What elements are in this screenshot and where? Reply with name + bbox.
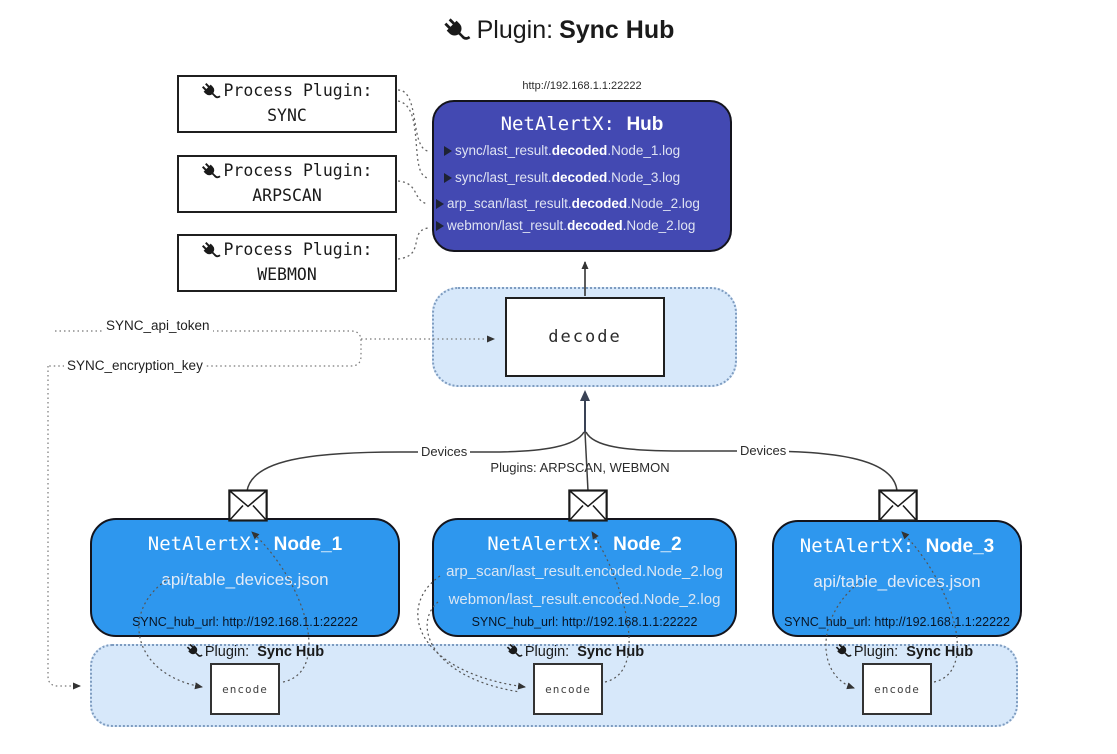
node-title: NetAlertX: Node_1	[147, 533, 343, 555]
process-plugin-name: WEBMON	[257, 265, 317, 284]
envelope-icon	[878, 489, 918, 522]
sync-encryption-key-label: SYNC_encryption_key	[64, 358, 206, 373]
hub-url-label: http://192.168.1.1:22222	[522, 80, 642, 92]
node-title: NetAlertX: Node_3	[799, 535, 995, 557]
envelope-icon	[568, 489, 608, 522]
encode-box: encode	[210, 663, 280, 715]
title-name: Sync Hub	[559, 16, 675, 44]
node-file: api/table_devices.json	[813, 572, 981, 591]
log-arrow-icon	[436, 220, 444, 231]
node-hub-url: SYNC_hub_url: http://192.168.1.1:22222	[471, 615, 698, 629]
page-title: Plugin: Sync Hub	[0, 16, 1117, 45]
plug-icon	[186, 643, 203, 660]
hub-box: NetAlertX: Hub sync/last_result.decoded.…	[432, 100, 732, 252]
plugins-edge-label: Plugins: ARPSCAN, WEBMON	[490, 460, 670, 475]
node-hub-url: SYNC_hub_url: http://192.168.1.1:22222	[784, 615, 1010, 629]
log-arrow-icon	[436, 198, 444, 209]
hub-log-4: webmon/last_result.decoded.Node_2.log	[436, 218, 695, 233]
log-arrow-icon	[444, 172, 452, 183]
process-plugin-name: ARPSCAN	[252, 186, 322, 205]
encode-plugin-label: Plugin: Sync Hub	[829, 643, 979, 660]
envelope-icon	[228, 489, 268, 522]
hub-log-3: arp_scan/last_result.decoded.Node_2.log	[436, 196, 700, 211]
process-plugin-sync: Process Plugin: SYNC	[177, 75, 397, 133]
hub-title: NetAlertX: Hub	[434, 113, 730, 136]
plug-icon	[201, 82, 221, 102]
hub-log-1: sync/last_result.decoded.Node_1.log	[444, 143, 680, 158]
title-label: Plugin:	[476, 16, 554, 44]
hub-prefix: NetAlertX:	[500, 113, 627, 135]
process-plugin-name: SYNC	[267, 106, 307, 125]
plug-icon	[201, 241, 221, 261]
node-file: webmon/last_result.encoded.Node_2.log	[448, 591, 721, 608]
plug-icon	[201, 162, 221, 182]
encode-plugin-label: Plugin: Sync Hub	[180, 643, 330, 660]
hub-name: Hub	[626, 114, 664, 135]
plug-icon	[443, 17, 471, 45]
encode-plugin-label: Plugin: Sync Hub	[500, 643, 650, 660]
encode-box: encode	[533, 663, 603, 715]
node-hub-url: SYNC_hub_url: http://192.168.1.1:22222	[132, 615, 358, 629]
hub-log-2: sync/last_result.decoded.Node_3.log	[444, 170, 680, 185]
sync-api-token-label: SYNC_api_token	[103, 318, 213, 333]
encode-box: encode	[862, 663, 932, 715]
node-1-box: NetAlertX: Node_1 api/table_devices.json…	[90, 518, 400, 637]
process-plugin-label: Process Plugin:	[223, 240, 373, 260]
node-file: api/table_devices.json	[161, 570, 329, 589]
plug-icon	[506, 643, 523, 660]
process-plugin-arpscan: Process Plugin: ARPSCAN	[177, 155, 397, 213]
process-plugin-label: Process Plugin:	[223, 81, 373, 101]
process-plugin-webmon: Process Plugin: WEBMON	[177, 234, 397, 292]
node-2-box: NetAlertX: Node_2 arp_scan/last_result.e…	[432, 518, 737, 637]
node-title: NetAlertX: Node_2	[487, 533, 682, 555]
process-plugin-label: Process Plugin:	[223, 161, 373, 181]
plug-icon	[835, 643, 852, 660]
log-arrow-icon	[444, 145, 452, 156]
devices-label-right: Devices	[737, 443, 790, 458]
node-3-box: NetAlertX: Node_3 api/table_devices.json…	[772, 520, 1022, 637]
devices-label-left: Devices	[418, 444, 471, 459]
decode-box: decode	[505, 297, 665, 377]
node-file: arp_scan/last_result.encoded.Node_2.log	[446, 563, 723, 580]
